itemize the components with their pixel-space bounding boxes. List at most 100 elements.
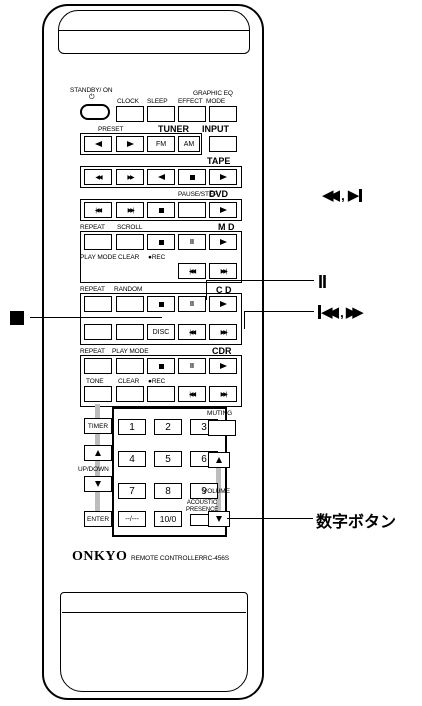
cdr-stop-button[interactable] (147, 358, 175, 374)
cd-random-button[interactable] (116, 296, 144, 312)
tape-rewind-button[interactable]: ◀◀ (84, 169, 112, 185)
up-button[interactable] (84, 445, 112, 461)
cdr-repeat-button[interactable] (84, 358, 112, 374)
cdr-play-mode-button[interactable] (116, 358, 144, 374)
tape-stop-button[interactable] (178, 169, 206, 185)
pause-icon: II (190, 238, 194, 246)
numpad-group (112, 407, 227, 537)
fm-button[interactable]: FM (147, 136, 175, 152)
preset-up-button[interactable] (116, 136, 144, 152)
skip-back-icon: |◀◀ (189, 329, 196, 336)
sleep-button[interactable] (147, 106, 175, 122)
stop-icon (158, 363, 164, 369)
volume-up-button[interactable] (208, 452, 230, 468)
pause-icon: II (190, 300, 194, 308)
disc-button[interactable]: DISC (147, 324, 175, 340)
pause-icon: II (190, 362, 194, 370)
standby-button[interactable] (80, 104, 110, 120)
ten-zero-button[interactable]: 10/0 (154, 511, 182, 527)
cd-play-button[interactable] (209, 296, 237, 312)
remote-controller-label: REMOTE CONTROLLER (131, 555, 204, 562)
am-button[interactable]: AM (178, 136, 200, 152)
stop-icon (158, 239, 164, 245)
digits-callout-label: 数字ボタン (316, 514, 397, 531)
number-8-button[interactable]: 8 (154, 483, 182, 499)
cd-prev-button[interactable]: |◀◀ (178, 324, 206, 340)
cd-repeat-label: REPEAT (80, 286, 105, 293)
cd-clear-button[interactable] (116, 324, 144, 340)
md-clear-label: CLEAR (118, 254, 140, 261)
stop-icon (158, 207, 164, 213)
dvd-play-button[interactable] (209, 202, 237, 218)
tape-play-button[interactable] (209, 169, 237, 185)
cdr-rec-button[interactable] (147, 386, 175, 402)
tape-reverse-button[interactable] (147, 169, 175, 185)
up-icon (95, 450, 101, 456)
dvd-prev-button[interactable]: |◀◀ (84, 202, 112, 218)
model-label: RC-456S (203, 555, 230, 562)
play-callout: ◀◀ , ▶ (322, 186, 363, 204)
number-4-button[interactable]: 4 (118, 451, 146, 467)
reverse-play-icon (157, 174, 165, 180)
md-pause-button[interactable]: II (178, 234, 206, 250)
remote-top-cap (58, 10, 250, 54)
graphic-eq-label: GRAPHIC EQ (193, 90, 233, 97)
comma-separator: , (340, 304, 344, 320)
dvd-pause-button[interactable] (178, 202, 206, 218)
muting-button[interactable] (208, 420, 236, 436)
tone-button[interactable] (84, 386, 112, 402)
dvd-next-button[interactable]: ▶▶| (116, 202, 144, 218)
md-play-mode-label: PLAY MODE (80, 254, 117, 261)
tape-group (80, 166, 242, 188)
reverse-play-icon: ◀◀ (322, 187, 340, 204)
play-end-bar (359, 188, 363, 202)
cd-stop-button[interactable] (147, 296, 175, 312)
up-down-label: UP/DOWN (78, 466, 109, 473)
cdr-label: CDR (212, 346, 232, 356)
number-9-button[interactable]: 9 (190, 483, 218, 499)
number-1-button[interactable]: 1 (118, 419, 146, 435)
number-7-button[interactable]: 7 (118, 483, 146, 499)
skip-back-bar (318, 305, 321, 319)
md-stop-button[interactable] (147, 234, 175, 250)
clock-button[interactable] (116, 106, 144, 122)
md-prev-button[interactable]: |◀◀ (178, 263, 206, 279)
skip-forward-icon: ▶▶| (220, 391, 228, 398)
tape-ff-button[interactable]: ▶▶ (116, 169, 144, 185)
brand-logo: ONKYO (72, 549, 128, 564)
effect-button[interactable] (178, 106, 206, 122)
cd-pause-button[interactable]: II (178, 296, 206, 312)
cdr-clear-button[interactable] (116, 386, 144, 402)
md-scroll-button[interactable] (116, 234, 144, 250)
cdr-pause-button[interactable]: II (178, 358, 206, 374)
preset-down-button[interactable] (84, 136, 112, 152)
power-icon: ⏻ (89, 94, 95, 101)
cdr-play-button[interactable] (209, 358, 237, 374)
cd-next-button[interactable]: ▶▶| (209, 324, 237, 340)
dvd-label: DVD (209, 189, 229, 199)
cd-repeat-button[interactable] (84, 296, 112, 312)
number-2-button[interactable]: 2 (154, 419, 182, 435)
number-5-button[interactable]: 5 (154, 451, 182, 467)
cdr-next-button[interactable]: ▶▶| (209, 386, 237, 402)
md-group (80, 231, 242, 283)
dash-button[interactable]: --/--- (118, 511, 146, 527)
mode-button[interactable] (209, 106, 237, 122)
cdr-prev-button[interactable]: |◀◀ (178, 386, 206, 402)
mode-label: MODE (206, 98, 226, 105)
md-repeat-button[interactable] (84, 234, 112, 250)
tone-label: TONE (86, 378, 104, 385)
play-icon: ▶ (347, 187, 360, 204)
down-button[interactable] (84, 476, 112, 492)
dvd-stop-button[interactable] (147, 202, 175, 218)
timer-button[interactable]: TIMER (84, 418, 112, 434)
input-button[interactable] (209, 136, 237, 152)
md-play-button[interactable] (209, 234, 237, 250)
enter-button[interactable]: ENTER (84, 511, 112, 527)
md-next-button[interactable]: ▶▶| (209, 263, 237, 279)
sleep-label: SLEEP (147, 98, 168, 105)
fast-forward-icon: ▶▶ (345, 304, 364, 321)
cd-play-mode-button[interactable] (84, 324, 112, 340)
volume-down-button[interactable] (208, 511, 230, 527)
down-icon (216, 516, 222, 522)
